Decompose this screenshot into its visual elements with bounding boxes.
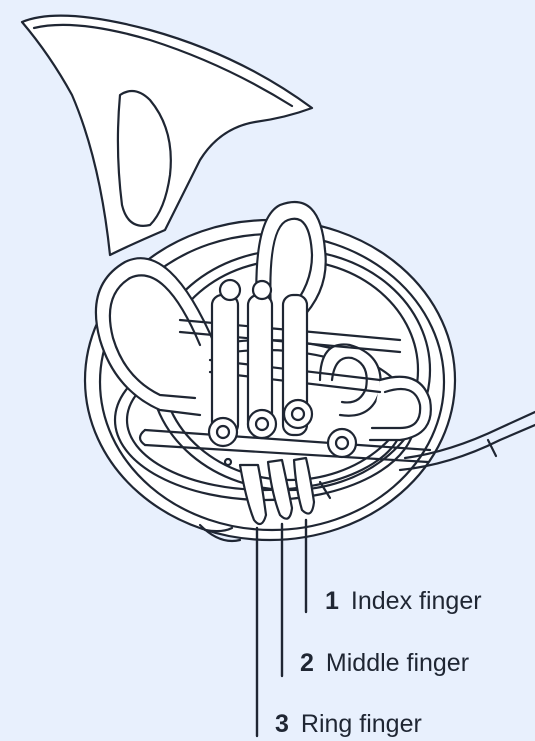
finger-number: 3 — [275, 710, 289, 738]
finger-label-3: 3 Ring finger — [275, 712, 422, 737]
finger-name: Index finger — [351, 587, 482, 615]
finger-label-1: 1 Index finger — [325, 589, 482, 614]
finger-name: Ring finger — [301, 710, 422, 738]
leader-lines — [257, 520, 306, 736]
finger-label-2: 2 Middle finger — [300, 651, 469, 676]
finger-number: 1 — [325, 587, 339, 615]
finger-name: Middle finger — [326, 649, 469, 677]
finger-number: 2 — [300, 649, 314, 677]
